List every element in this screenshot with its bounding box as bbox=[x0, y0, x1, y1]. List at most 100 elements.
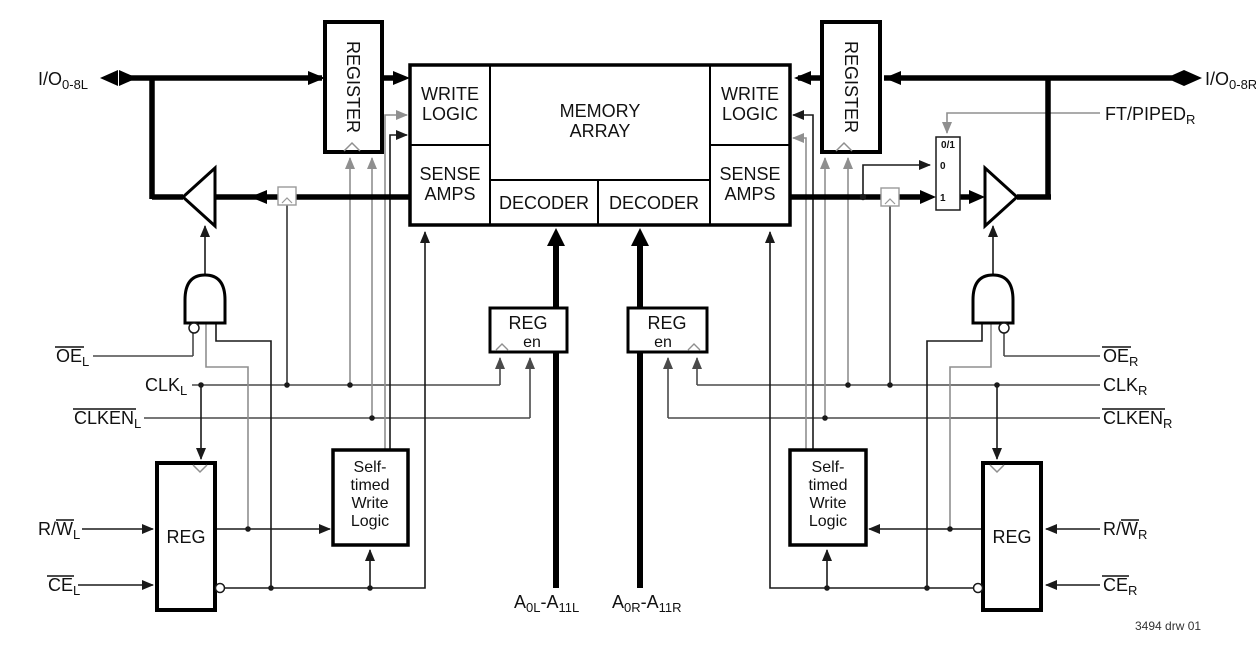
stwl-right-l2: timed bbox=[808, 477, 847, 494]
clken-right-label: CLKENR bbox=[1103, 408, 1172, 431]
clk-right-label: CLKR bbox=[1103, 375, 1147, 398]
ce-line-right bbox=[765, 231, 973, 589]
ce-to-and-left bbox=[215, 323, 272, 588]
addr-reg-left-label: REG bbox=[508, 313, 547, 333]
reg-clock-drops bbox=[196, 385, 1002, 460]
address-buses bbox=[553, 243, 643, 588]
and-gate-icon bbox=[971, 273, 1015, 325]
stwl-to-writelogic-right-2 bbox=[792, 133, 807, 450]
register-right-label: REGISTER bbox=[841, 41, 861, 133]
control-reg-left-box bbox=[155, 461, 217, 612]
clock-chevron-icon bbox=[343, 141, 361, 152]
memory-block: WRITE LOGIC SENSE AMPS MEMORY ARRAY DECO… bbox=[408, 63, 792, 227]
arrow-into-register-left bbox=[308, 71, 325, 85]
and-gate-icon bbox=[183, 273, 227, 325]
write-logic-left-label-2: LOGIC bbox=[422, 104, 478, 124]
stwl-left-box bbox=[331, 448, 410, 547]
junction bbox=[824, 585, 830, 591]
register-left: REGISTER bbox=[323, 20, 384, 154]
pipeline-reg-left bbox=[277, 186, 297, 206]
memory-array-label-2: ARRAY bbox=[570, 121, 631, 141]
rw-left-label: R/WL bbox=[38, 519, 80, 542]
io-right-arrow-out bbox=[1166, 70, 1184, 86]
junction bbox=[887, 382, 893, 388]
clock-chevron-icon bbox=[281, 197, 293, 204]
clock-chevron-icon bbox=[192, 464, 208, 474]
ft-piped-right-label: FT/PIPEDR bbox=[1105, 104, 1195, 127]
ce-right-label: CER bbox=[1103, 575, 1137, 598]
mux-box bbox=[935, 136, 961, 211]
junction bbox=[198, 382, 204, 388]
thick-arrowheads bbox=[100, 70, 1202, 246]
clock-chevron-icon bbox=[989, 464, 1005, 474]
junction bbox=[859, 193, 867, 201]
addr-reg-left-en-label: en bbox=[523, 334, 541, 351]
decoder-right-label: DECODER bbox=[609, 193, 699, 213]
arrow-into-mux1 bbox=[920, 190, 936, 204]
junction bbox=[994, 382, 1000, 388]
write-logic-right-label-1: WRITE bbox=[721, 84, 779, 104]
arrow-into-decoder-right bbox=[631, 228, 649, 246]
stwl-left-l3: Write bbox=[351, 495, 388, 512]
addr-reg-right-label: REG bbox=[647, 313, 686, 333]
io-right-arrow-in bbox=[1184, 70, 1202, 86]
io-left-label: I/O0-8L bbox=[38, 69, 88, 92]
arrow-sense-left bbox=[250, 190, 267, 204]
and-gate-inputs-left bbox=[205, 323, 272, 588]
signal-labels-left: I/O0-8L OEL CLKL CLKENL R/WL CEL bbox=[38, 69, 187, 598]
clock-chevron-icon bbox=[835, 141, 853, 152]
output-enable-gate-right bbox=[971, 225, 1015, 334]
mux-input1-label: 1 bbox=[940, 193, 946, 204]
junction bbox=[268, 585, 274, 591]
rw-to-and-left bbox=[205, 323, 249, 529]
address-labels: A0L-A11L A0R-A11R bbox=[514, 592, 682, 615]
control-lines-right bbox=[663, 333, 1100, 419]
output-mux-right: 0/1 0 1 bbox=[935, 136, 961, 211]
decoder-left-label: DECODER bbox=[499, 193, 589, 213]
oe-left-label: OEL bbox=[56, 346, 89, 369]
stwl-right-l3: Write bbox=[809, 495, 846, 512]
junction bbox=[369, 415, 375, 421]
stwl-right-l4: Logic bbox=[809, 513, 847, 530]
self-timed-write-logic-right: Self- timed Write Logic bbox=[788, 448, 868, 547]
write-logic-feeds bbox=[384, 110, 814, 450]
junction bbox=[284, 382, 290, 388]
io-left-arrow-out bbox=[100, 70, 118, 86]
pipeline-reg-right bbox=[880, 187, 900, 207]
sense-amps-right-label-2: AMPS bbox=[724, 184, 775, 204]
junction bbox=[924, 585, 930, 591]
output-buffers bbox=[180, 164, 1020, 230]
sense-amps-left-label-2: AMPS bbox=[424, 184, 475, 204]
sense-amps-left-label-1: SENSE bbox=[419, 164, 480, 184]
junction bbox=[367, 585, 373, 591]
control-reg-left-label: REG bbox=[166, 527, 205, 547]
sense-amps-right-label-1: SENSE bbox=[719, 164, 780, 184]
oe-right-label: OER bbox=[1103, 346, 1138, 369]
stwl-to-writelogic-left-2 bbox=[389, 130, 408, 450]
flowthrough-bypass-right bbox=[862, 160, 931, 197]
register-left-box bbox=[323, 20, 384, 154]
rw-to-and-right bbox=[949, 323, 992, 529]
ft-piped-wire bbox=[942, 112, 1100, 134]
tristate-buffer-right-icon bbox=[983, 164, 1020, 230]
stwl-right-box bbox=[788, 448, 868, 547]
addr-left-label: A0L-A11L bbox=[514, 592, 579, 615]
stwl-to-writelogic-left-1 bbox=[384, 110, 408, 450]
control-reg-right: REG bbox=[972, 461, 1043, 612]
control-reg-left: REG bbox=[155, 461, 226, 612]
register-left-label: REGISTER bbox=[343, 41, 363, 133]
figure-number: 3494 drw 01 bbox=[1135, 619, 1201, 633]
io-right-label: I/O0-8R bbox=[1205, 69, 1256, 92]
clock-chevron-icon bbox=[687, 343, 701, 351]
reg-output-routing-right bbox=[765, 231, 983, 589]
stwl-left-l4: Logic bbox=[351, 513, 389, 530]
arrow-into-register-right bbox=[884, 71, 901, 85]
mux-input0-label: 0 bbox=[940, 161, 946, 172]
write-logic-left-label-1: WRITE bbox=[421, 84, 479, 104]
memory-array-label-1: MEMORY bbox=[560, 101, 641, 121]
register-right-box bbox=[820, 20, 882, 154]
clock-chevron-icon bbox=[495, 343, 509, 351]
and-gate-inputs-right bbox=[926, 323, 992, 588]
